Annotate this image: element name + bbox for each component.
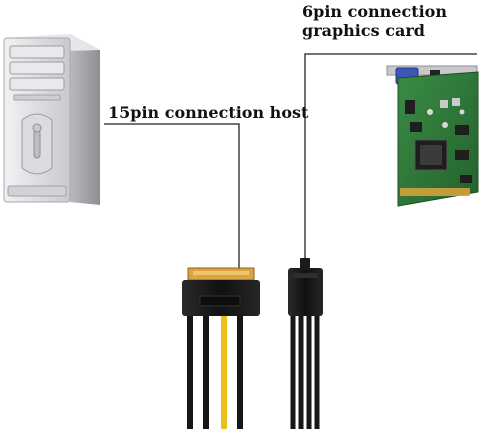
graphics-card-image — [387, 66, 478, 206]
gpu-label-line-1: 6pin connection — [302, 2, 447, 21]
sata-15pin-connector — [182, 268, 260, 316]
host-leader-line — [104, 124, 239, 268]
host-connection-label: 15pin connection host — [108, 103, 308, 122]
pc-tower-image — [4, 34, 100, 205]
pcie-cable-wires — [293, 316, 317, 429]
sata-cable-wires — [190, 316, 240, 429]
pcie-6pin-connector — [288, 258, 323, 316]
gpu-label-line-2: graphics card — [302, 21, 447, 40]
gpu-connection-label: 6pin connection graphics card — [302, 2, 447, 40]
